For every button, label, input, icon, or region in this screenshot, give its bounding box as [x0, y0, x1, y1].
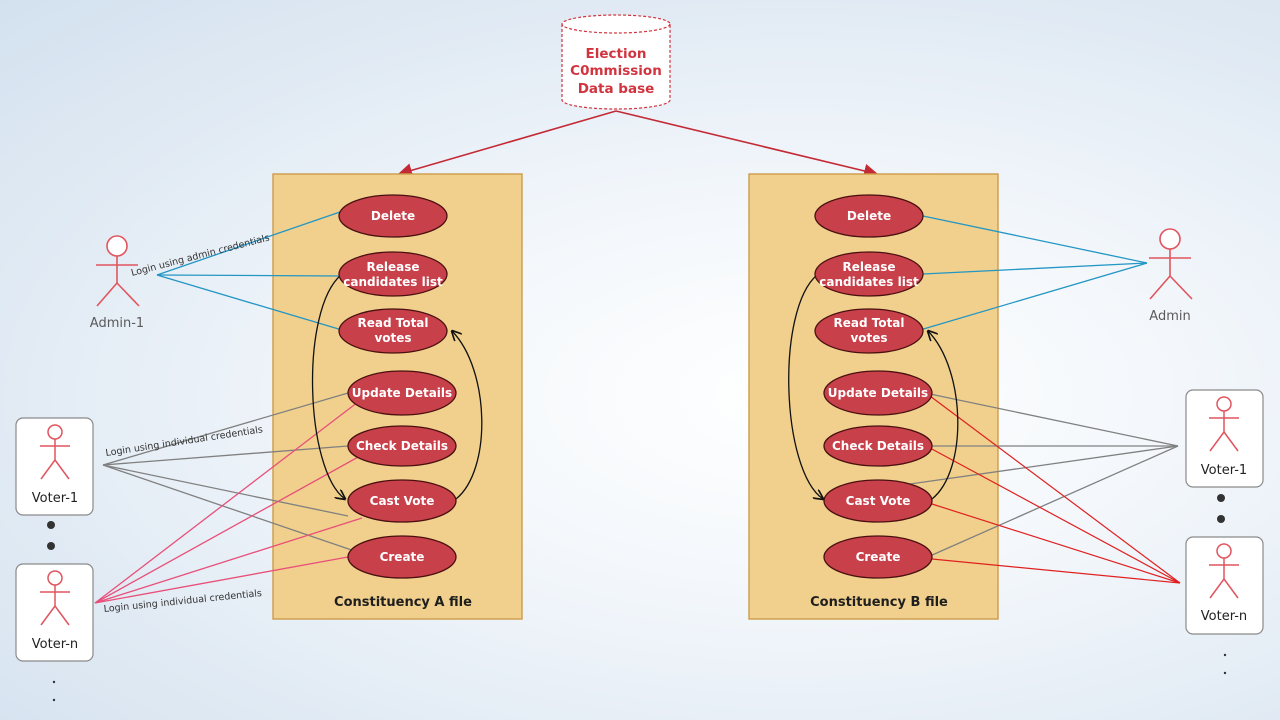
admin-links — [919, 215, 1148, 331]
voter-n-left-links — [94, 401, 363, 604]
usecase-update-details-b[interactable] — [823, 370, 933, 416]
voter-1-left-box[interactable] — [15, 417, 94, 516]
ellipsis-dot-small — [52, 680, 56, 684]
voter-1-right-label: Voter-1 — [1201, 463, 1247, 478]
usecase-release-a-label-2: candidates list — [343, 275, 443, 289]
cast-to-read-arrow-a — [452, 331, 483, 500]
admin-1-label: Admin-1 — [90, 316, 144, 331]
voter-n-right-links — [929, 395, 1181, 584]
voter-n-left-actor-icon — [40, 570, 70, 626]
usecase-release-b-label-1: Release — [842, 260, 895, 274]
voter-1-left-actor-icon — [40, 424, 70, 480]
usecase-delete-a[interactable] — [338, 194, 448, 238]
release-to-cast-arrow-a — [311, 274, 345, 499]
usecase-update-details-a[interactable] — [347, 370, 457, 416]
ellipsis-dot — [47, 542, 55, 550]
usecase-release-candidates-b[interactable] — [814, 251, 924, 297]
voter-1-right-actor-icon — [1209, 396, 1239, 452]
ellipsis-dot-small — [1223, 653, 1227, 657]
db-to-constituency-b-arrow — [615, 110, 879, 178]
usecase-cast-vote-b[interactable] — [823, 479, 933, 523]
voter-1-left-links — [102, 392, 373, 558]
usecase-delete-a-label: Delete — [371, 209, 415, 223]
usecase-read-total-votes-a[interactable] — [338, 308, 448, 354]
voter-n-right-actor-icon — [1209, 543, 1239, 599]
admin-actor-icon[interactable] — [1149, 228, 1193, 300]
ellipsis-dot — [1217, 494, 1225, 502]
ellipsis-dot — [1217, 515, 1225, 523]
usecase-check-details-b[interactable] — [823, 425, 933, 467]
db-to-constituency-a-arrow — [397, 110, 617, 178]
constituency-b-title: Constituency B file — [810, 595, 948, 610]
usecase-cast-b-label: Cast Vote — [846, 494, 911, 508]
voter-1-right-box[interactable] — [1185, 389, 1264, 488]
usecase-create-a-label: Create — [380, 550, 425, 564]
usecase-cast-vote-a[interactable] — [347, 479, 457, 523]
database-label-line2: C0mmission — [570, 63, 662, 79]
voter-n-right-box[interactable] — [1185, 536, 1264, 635]
usecase-read-total-votes-b[interactable] — [814, 308, 924, 354]
voter-n-login-label: Login using individual credentials — [103, 588, 262, 615]
database-label-line3: Data base — [578, 81, 655, 97]
usecase-read-a-label-1: Read Total — [357, 316, 428, 330]
usecase-create-a[interactable] — [347, 535, 457, 579]
usecase-delete-b-label: Delete — [847, 209, 891, 223]
usecase-release-a-label-1: Release — [366, 260, 419, 274]
cast-to-read-arrow-b — [928, 331, 959, 500]
voter-n-left-box[interactable] — [15, 563, 94, 662]
usecase-release-candidates-a[interactable] — [338, 251, 448, 297]
database-icon — [561, 14, 671, 110]
admin-1-links — [156, 211, 343, 331]
voter-n-right-label: Voter-n — [1201, 609, 1247, 624]
usecase-release-b-label-2: candidates list — [819, 275, 919, 289]
voter-n-left-label: Voter-n — [32, 637, 78, 652]
ellipsis-dot-small — [1223, 671, 1227, 675]
usecase-check-a-label: Check Details — [356, 439, 448, 453]
constituency-a-title: Constituency A file — [334, 595, 472, 610]
usecase-check-b-label: Check Details — [832, 439, 924, 453]
usecase-read-b-label-1: Read Total — [833, 316, 904, 330]
ellipsis-dot — [47, 521, 55, 529]
usecase-update-b-label: Update Details — [828, 386, 928, 400]
admin-login-label: Login using admin credentials — [130, 233, 271, 279]
database-label-line1: Election — [586, 46, 647, 62]
voter-1-right-links — [909, 393, 1179, 557]
usecase-update-a-label: Update Details — [352, 386, 452, 400]
usecase-check-details-a[interactable] — [347, 425, 457, 467]
admin-1-actor-icon[interactable] — [96, 235, 140, 307]
usecase-delete-b[interactable] — [814, 194, 924, 238]
usecase-cast-a-label: Cast Vote — [370, 494, 435, 508]
ellipsis-dot-small — [52, 698, 56, 702]
release-to-cast-arrow-b — [788, 274, 823, 499]
voter-1-left-label: Voter-1 — [32, 491, 78, 506]
usecase-read-b-label-2: votes — [850, 331, 887, 345]
usecase-create-b[interactable] — [823, 535, 933, 579]
usecase-create-b-label: Create — [856, 550, 901, 564]
usecase-read-a-label-2: votes — [374, 331, 411, 345]
admin-label: Admin — [1149, 309, 1190, 324]
